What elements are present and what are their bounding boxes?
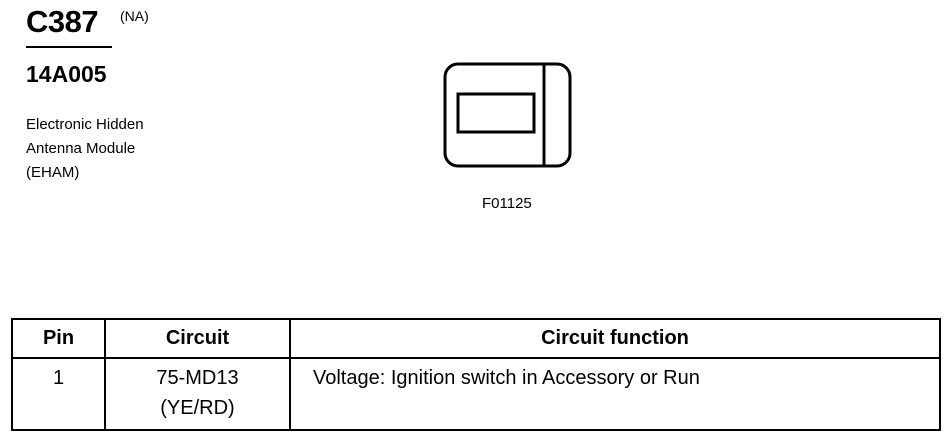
description-line: Electronic Hidden [26,116,144,133]
title-underline [26,46,112,48]
cell-circuit: 75-MD13 (YE/RD) [104,357,291,431]
figure-id: F01125 [482,195,532,212]
pinout-table: Pin Circuit Circuit function 1 75-MD13 (… [11,318,941,431]
region-tag: (NA) [120,8,149,24]
header-circuit: Circuit [104,318,291,359]
part-number: 14A005 [26,61,107,87]
connector-face-drawing [443,62,572,168]
circuit-color: (YE/RD) [160,397,235,419]
connector-id: C387 [26,4,99,39]
connector-description: Electronic Hidden Antenna Module (EHAM) [26,113,144,185]
header-pin: Pin [11,318,106,359]
connector-terminal-cavity [456,92,536,134]
description-line: (EHAM) [26,164,80,181]
table-row: 1 75-MD13 (YE/RD) Voltage: Ignition swit… [11,357,941,431]
table-header-row: Pin Circuit Circuit function [11,318,941,359]
description-line: Antenna Module [26,140,136,157]
cell-pin: 1 [11,357,106,431]
header-circuit-function: Circuit function [289,318,941,359]
circuit-number: 75-MD13 [156,367,239,389]
cell-circuit-function: Voltage: Ignition switch in Accessory or… [289,357,941,431]
